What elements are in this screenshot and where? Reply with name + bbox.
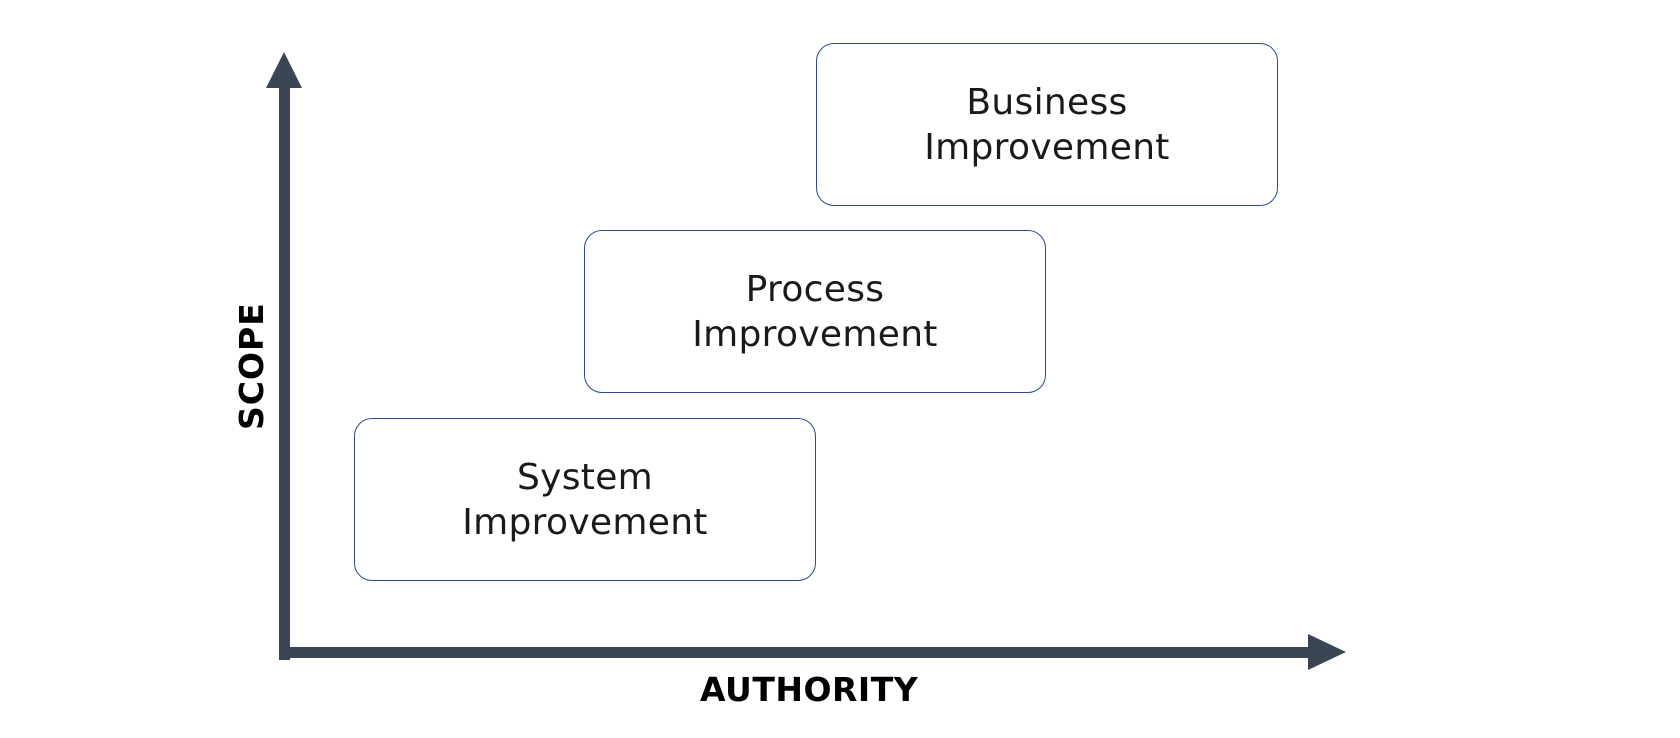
x-axis-arrow-icon xyxy=(1308,634,1346,670)
y-axis-arrow-icon xyxy=(266,52,302,88)
system-improvement-line1: System xyxy=(516,456,654,498)
process-improvement-line1: Process xyxy=(745,268,885,310)
process-improvement-box: Process Improvement xyxy=(584,230,1046,393)
system-improvement-line2: Improvement xyxy=(462,501,708,543)
business-improvement-line2: Improvement xyxy=(924,126,1170,168)
y-axis-label: SCOPE xyxy=(232,302,271,430)
y-axis-line xyxy=(279,82,290,660)
x-axis-label: AUTHORITY xyxy=(700,670,919,709)
business-improvement-box: Business Improvement xyxy=(816,43,1278,206)
business-improvement-line1: Business xyxy=(966,81,1128,123)
x-axis-line xyxy=(279,647,1311,658)
process-improvement-line2: Improvement xyxy=(692,313,938,355)
system-improvement-box: System Improvement xyxy=(354,418,816,581)
